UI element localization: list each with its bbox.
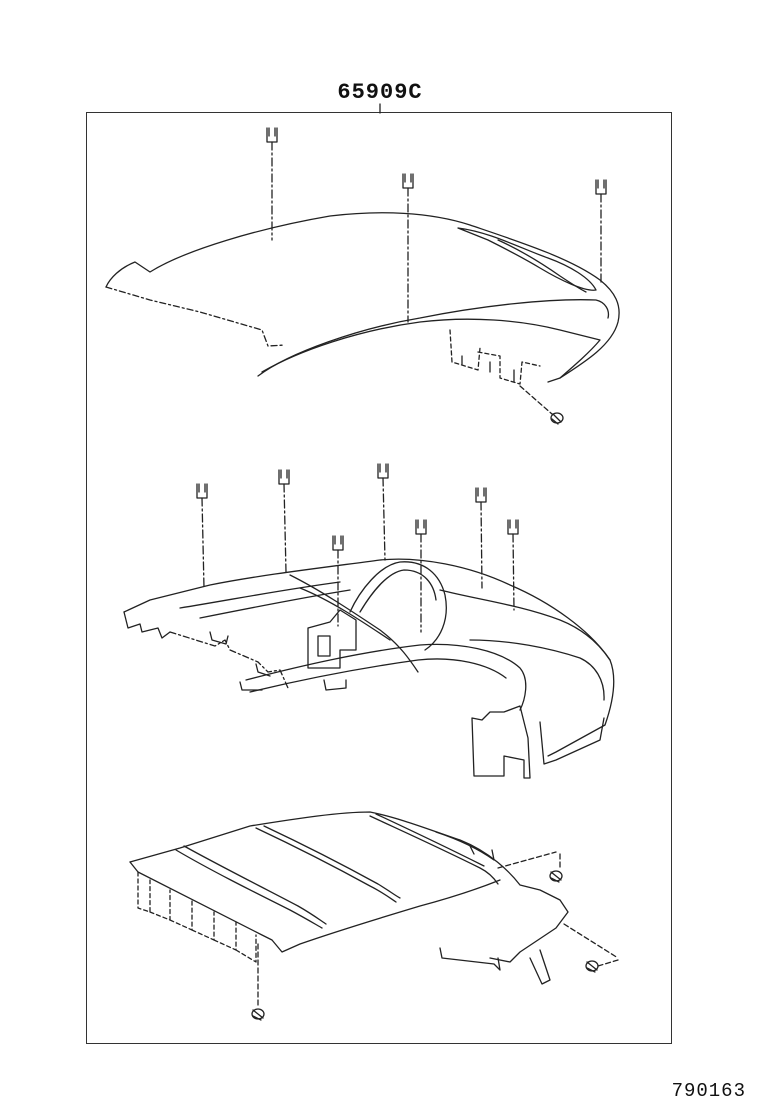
- top-cover-rear-fold: [261, 318, 601, 383]
- middle-frame-bracket-window: [317, 635, 331, 657]
- clip-icon: [196, 483, 208, 589]
- middle-frame-crossbar-1: [179, 581, 351, 619]
- middle-frame-outer-edge: [123, 558, 615, 757]
- bottom-trim-lower-edge: [129, 861, 501, 953]
- middle-frame-bottom-tabs: [209, 631, 347, 691]
- top-cover-left-edge: [105, 286, 286, 347]
- bottom-trim-rib-3b: [375, 813, 485, 867]
- middle-frame-left-tabs: [123, 611, 171, 639]
- screw-icon: [519, 385, 564, 425]
- bottom-trim-rib-2: [255, 827, 397, 903]
- drawing-id-label: 790163: [671, 1080, 746, 1102]
- bottom-trim-rib-1b: [183, 845, 327, 925]
- top-cover-window-outline: [457, 227, 597, 291]
- middle-frame-diagonal-1: [289, 574, 419, 673]
- middle-frame-loop: [349, 561, 447, 651]
- part-number-label: 65909C: [337, 80, 423, 105]
- bottom-trim-bottom-tab: [439, 947, 501, 971]
- middle-frame-front-bar: [245, 643, 527, 711]
- clip-icon: [377, 463, 389, 561]
- top-cover-upper-edge: [105, 212, 620, 379]
- top-cover-under-strip: [449, 329, 541, 385]
- middle-clips: [196, 463, 519, 633]
- middle-frame-left-inner: [169, 631, 289, 689]
- top-clips: [266, 127, 607, 323]
- middle-frame-loop-inner: [359, 569, 437, 613]
- bottom-trim-rib-2b: [263, 825, 401, 899]
- middle-frame-right-inner: [469, 639, 605, 701]
- screw-icon: [251, 943, 265, 1021]
- bottom-trim-side-strip: [137, 871, 257, 963]
- middle-frame-front-bar-inner: [249, 658, 507, 693]
- top-cover-panel: [105, 212, 620, 385]
- clip-icon: [266, 127, 278, 241]
- middle-frame-diagonal-2: [299, 587, 391, 641]
- bottom-trim-panel: [129, 811, 569, 985]
- middle-frame-panel: [123, 558, 615, 779]
- screw-icon: [563, 923, 619, 973]
- clip-icon: [332, 535, 344, 627]
- clip-icon: [402, 173, 414, 323]
- middle-frame-corner-tab: [239, 681, 263, 691]
- bottom-trim-rib-1: [175, 849, 323, 929]
- middle-frame-center-bracket: [307, 609, 357, 669]
- bottom-trim-leg: [529, 949, 551, 985]
- middle-frame-rear-bracket: [471, 705, 531, 779]
- clip-icon: [278, 469, 290, 573]
- top-cover-strip-ticks: [461, 355, 515, 383]
- screw-icon: [497, 851, 563, 883]
- clip-icon: [595, 179, 607, 286]
- clip-icon: [475, 487, 487, 589]
- bottom-trim-outer-edge: [129, 811, 569, 963]
- clip-icon: [507, 519, 519, 611]
- bottom-screws: [251, 851, 619, 1021]
- clip-icon: [415, 519, 427, 633]
- top-cover-front-lip: [257, 299, 610, 377]
- middle-frame-rear-panel: [539, 717, 605, 765]
- top-cover-window-inner: [497, 239, 587, 293]
- bottom-trim-rib-3: [369, 815, 499, 885]
- bottom-trim-right-flange: [435, 831, 495, 861]
- middle-frame-right-top: [439, 589, 611, 661]
